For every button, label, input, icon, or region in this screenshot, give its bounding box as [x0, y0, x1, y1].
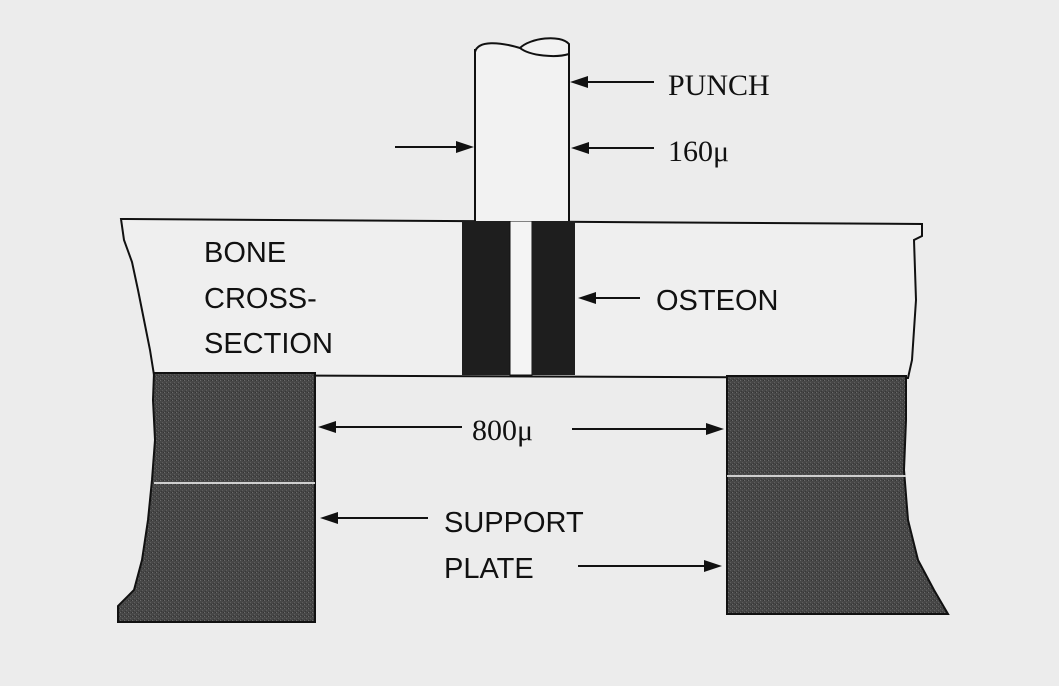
bone-label-line3: SECTION — [204, 328, 333, 360]
punch-arrow-head — [570, 76, 588, 88]
support-label-line2: PLATE — [444, 553, 534, 585]
punch-width-arrow-left — [456, 141, 474, 153]
osteon-label: OSTEON — [656, 285, 778, 317]
support-plate-left — [117, 372, 316, 623]
gap-width-arrow-left — [318, 421, 336, 433]
support-arrow-left — [320, 512, 338, 524]
punch-width-arrow-right — [571, 142, 589, 154]
bone-label-line2: CROSS- — [204, 283, 317, 315]
support-arrow-right — [704, 560, 722, 572]
support-label-line1: SUPPORT — [444, 507, 584, 539]
gap-width-arrow-right — [706, 423, 724, 435]
gap-width-label: 800μ — [472, 414, 533, 447]
osteon-right-band — [532, 221, 575, 375]
punch-label: PUNCH — [668, 69, 770, 102]
support-plate-right — [726, 375, 950, 615]
punch-body — [474, 49, 570, 221]
punch-top-inner — [519, 47, 570, 57]
osteon-center — [509, 220, 533, 376]
punch-width-label: 160μ — [668, 135, 729, 168]
osteon-left-band — [462, 221, 510, 375]
osteon-arrow-head — [578, 292, 596, 304]
bone-label-line1: BONE — [204, 237, 286, 269]
